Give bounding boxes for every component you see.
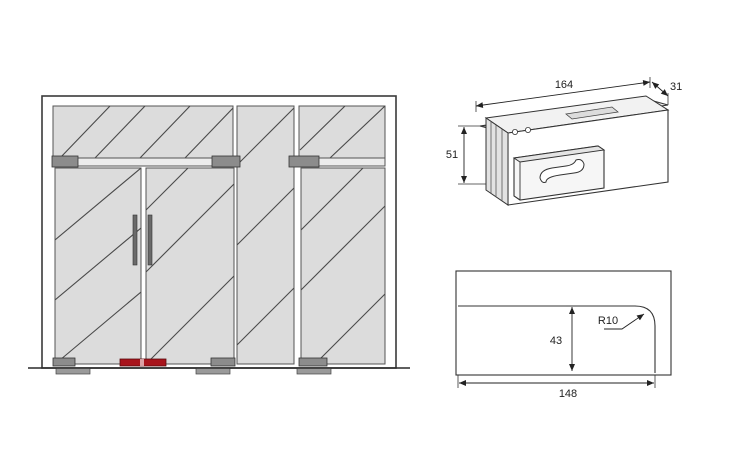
fixed-right-panel (300, 167, 386, 365)
bottom-patch-fitting-1 (52, 357, 76, 367)
floor-pivot-3 (296, 367, 332, 375)
dim-depth-label: 31 (670, 81, 682, 93)
dim-length-label: 164 (555, 79, 573, 91)
bottom-patch-fitting-3 (298, 357, 328, 367)
dim-height-label: 51 (446, 149, 458, 161)
door-handle-right (147, 214, 153, 266)
patch-fitting-isometric-icon: 164 31 51 (446, 77, 682, 206)
dim-profile-height-label: 43 (550, 335, 562, 347)
glass-door-elevation-icon (28, 95, 410, 375)
dim-profile-width-label: 148 (559, 388, 577, 400)
transom-glass-right (298, 105, 386, 159)
screw-icon (512, 128, 519, 135)
profile-cutout (458, 305, 656, 373)
bottom-patch-fitting-2 (210, 357, 236, 367)
dim-line-depth (651, 81, 669, 97)
radius-leader (604, 313, 645, 330)
floor-pivot-1 (55, 367, 91, 375)
keyhole-icon (539, 159, 585, 183)
floor-pivot-2 (195, 367, 231, 375)
fixed-side-panel (236, 105, 295, 365)
dim-line-length (475, 79, 651, 109)
screw-icon (525, 127, 532, 134)
patch-fitting-profile-icon: R10 43 148 (455, 270, 672, 400)
top-patch-fitting-1 (51, 155, 79, 168)
door-handle-left (132, 214, 138, 266)
dim-radius-label: R10 (598, 315, 618, 327)
clamp-side-face (485, 117, 509, 206)
profile-outline (455, 270, 672, 376)
transom-reflection-lines (59, 106, 233, 158)
transom-glass-left (52, 105, 234, 159)
door-leaf-right (145, 167, 235, 365)
top-patch-fitting-2 (211, 155, 241, 168)
top-patch-fitting-3 (288, 155, 320, 168)
door-leaf-left (54, 167, 142, 365)
